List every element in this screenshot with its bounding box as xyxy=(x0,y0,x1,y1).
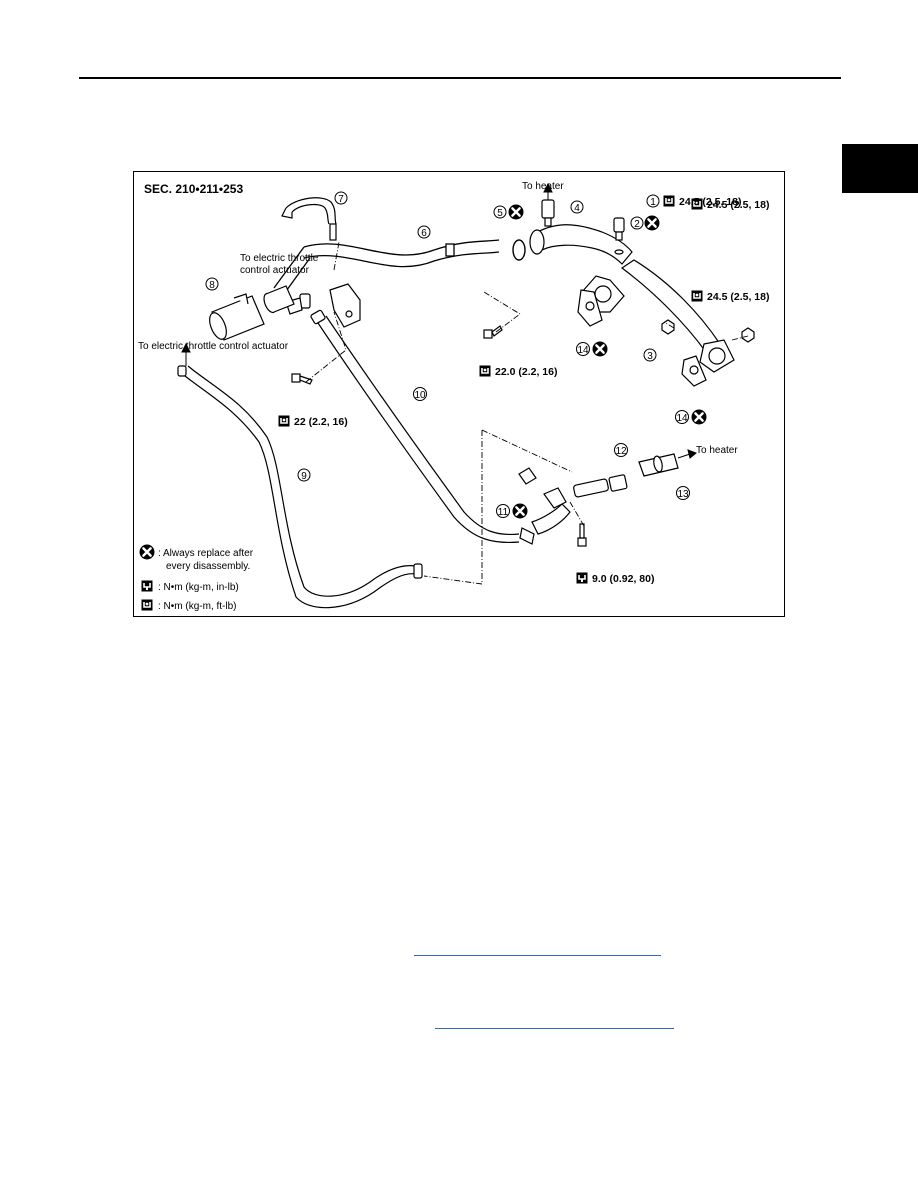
header-rule xyxy=(79,77,841,79)
to-heater-top-label: To heater xyxy=(522,181,564,192)
torque-value-3: 24.5 (2.5, 18) xyxy=(707,291,769,303)
section-code: SEC. 210•211•253 xyxy=(144,182,243,196)
callout-11-text: 11 xyxy=(498,507,509,518)
callout-14b: 14 xyxy=(675,410,689,424)
callout-8-text: 8 xyxy=(209,280,215,291)
hyperlink-underline-1[interactable] xyxy=(414,955,661,956)
callout-2-text: 2 xyxy=(634,219,640,230)
callout-4-text: 4 xyxy=(574,203,580,214)
to-etc-label-line2: control actuator xyxy=(240,265,310,276)
callout-12: 12 xyxy=(614,443,628,457)
callout-14a: 14 xyxy=(576,342,590,356)
callout-13: 13 xyxy=(676,486,690,500)
callout-3: 3 xyxy=(643,348,657,362)
callout-8: 8 xyxy=(205,277,219,291)
water-pipe-6 xyxy=(273,239,500,295)
temp-sensor-1 xyxy=(613,217,625,255)
arrows xyxy=(181,182,697,459)
gasket-14a xyxy=(577,289,603,327)
callout-12-text: 12 xyxy=(615,446,627,457)
hyperlink-underline-2[interactable] xyxy=(435,1028,674,1029)
water-outlet-3 xyxy=(529,224,735,373)
o-ring-5 xyxy=(512,239,526,261)
callout-2: 2 xyxy=(630,216,644,230)
hose-10 xyxy=(310,309,520,544)
hose-9 xyxy=(177,365,423,609)
leader-lines xyxy=(305,241,749,585)
callout-1-text: 1 xyxy=(650,197,656,208)
callout-6: 6 xyxy=(417,225,431,239)
callout-1: 1 xyxy=(646,194,660,208)
to-etc-full-label: To electric throttle control actuator xyxy=(138,341,289,352)
temp-sensor-4 xyxy=(541,199,555,227)
to-etc-label-line1: To electric throttle xyxy=(240,253,319,264)
callout-9-text: 9 xyxy=(301,471,307,482)
torque-value-1: 24.5 (2.5, 18) xyxy=(679,196,741,208)
nut-right-lower xyxy=(741,327,755,343)
callout-3-text: 3 xyxy=(647,351,653,362)
callout-5-text: 5 xyxy=(497,208,503,219)
bolt-22 xyxy=(291,373,313,385)
torque-value-2: 24.5 (2.5, 18) xyxy=(707,199,769,211)
callout-10-text: 10 xyxy=(414,390,426,401)
callout-13-text: 13 xyxy=(677,489,689,500)
to-heater-right-label: To heater xyxy=(696,445,738,456)
torque-value-4: 22.0 (2.2, 16) xyxy=(495,366,557,378)
torque-value-6: 9.0 (0.92, 80) xyxy=(592,573,654,585)
callout-4: 4 xyxy=(570,200,584,214)
callout-9: 9 xyxy=(297,468,311,482)
hose-7 xyxy=(281,197,337,241)
callout-5: 5 xyxy=(493,205,507,219)
bolt-22-0 xyxy=(483,325,503,339)
legend: : Always replace after every disassembly… xyxy=(138,543,254,612)
bolt-9-0 xyxy=(577,523,587,547)
legend-nm-ftlb: : N•m (kg-m, ft-lb) xyxy=(158,601,237,612)
gasket-14b xyxy=(681,355,707,387)
callout-7: 7 xyxy=(334,191,348,205)
callout-11: 11 xyxy=(496,504,510,518)
callout-14a-text: 14 xyxy=(577,345,589,356)
hose-8 xyxy=(209,285,295,341)
heater-outlet-assembly xyxy=(518,453,679,545)
pipe-bracket xyxy=(329,283,361,328)
legend-nm-inlb: : N•m (kg-m, in-lb) xyxy=(158,582,239,593)
torque-value-5: 22 (2.2, 16) xyxy=(294,416,348,428)
callout-7-text: 7 xyxy=(338,194,344,205)
callout-6-text: 6 xyxy=(421,228,427,239)
torque-in-icon xyxy=(575,571,589,585)
callout-14b-text: 14 xyxy=(676,413,688,424)
exploded-diagram: SEC. 210•211•253 xyxy=(133,171,785,617)
legend-replace-line1: : Always replace after xyxy=(158,548,254,559)
nut-right-upper xyxy=(661,319,675,335)
callout-10: 10 xyxy=(413,387,427,401)
section-index-tab[interactable] xyxy=(842,144,918,193)
legend-replace-line2: every disassembly. xyxy=(166,561,250,572)
